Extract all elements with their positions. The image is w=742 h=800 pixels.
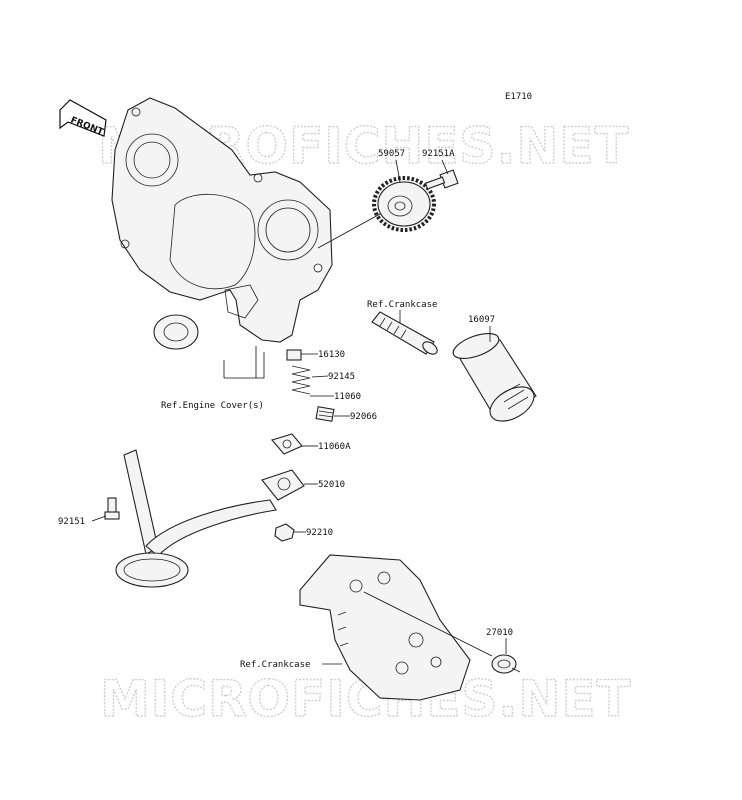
part-label-92151A: 92151A xyxy=(422,149,455,159)
leader-92151 xyxy=(91,515,107,522)
pressure-switch-27010 xyxy=(491,654,521,674)
piston-16130 xyxy=(286,349,302,361)
leader-92145 xyxy=(311,375,329,378)
front-arrow-icon: FRONT xyxy=(59,99,107,138)
part-label-92151: 92151 xyxy=(58,517,85,527)
part-label-92210: 92210 xyxy=(306,528,333,538)
part-label-16130: 16130 xyxy=(318,350,345,360)
gear-axis-line xyxy=(317,213,381,249)
part-label-92066: 92066 xyxy=(350,412,377,422)
gasket-11060A xyxy=(271,433,303,455)
leader-59057 xyxy=(395,159,401,183)
crankcase-lower xyxy=(299,554,471,701)
pipe-fitting xyxy=(371,311,438,355)
leader-92151A xyxy=(441,159,449,175)
ref-crankcase-bottom-label: Ref.Crankcase xyxy=(240,660,310,670)
part-label-11060A: 11060A xyxy=(318,442,351,452)
part-label-52010: 52010 xyxy=(318,480,345,490)
part-label-16097: 16097 xyxy=(468,315,495,325)
engine-cover-housing xyxy=(111,97,333,343)
diagram-code: E1710 xyxy=(505,92,532,102)
part-label-59057: 59057 xyxy=(378,149,405,159)
part-label-27010: 27010 xyxy=(486,628,513,638)
spring-92145 xyxy=(291,365,311,395)
gear-59057 xyxy=(372,176,436,232)
part-label-11060: 11060 xyxy=(334,392,361,402)
switch-axis-line xyxy=(363,591,493,657)
bolt-92151 xyxy=(104,497,120,520)
engine-cover-ref-bracket xyxy=(223,346,265,379)
ref-crankcase-top-label: Ref.Crankcase xyxy=(367,300,437,310)
cover-plug xyxy=(153,314,199,350)
nut-92210 xyxy=(274,523,295,542)
ref-engine-cover-label: Ref.Engine Cover(s) xyxy=(161,401,264,411)
oil-strainer-52010 xyxy=(115,449,305,588)
part-label-92145: 92145 xyxy=(328,372,355,382)
bolt-92151A xyxy=(424,169,459,190)
plug-92066 xyxy=(315,406,335,422)
oil-filter-16097 xyxy=(452,332,537,422)
